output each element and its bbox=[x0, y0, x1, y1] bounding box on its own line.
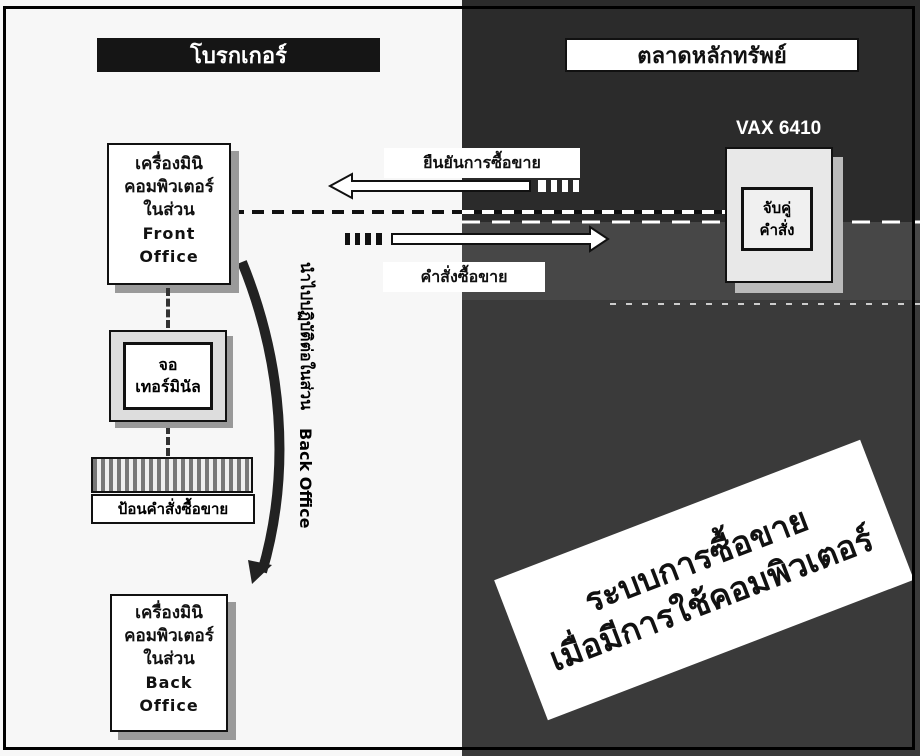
terminal-line2: เทอร์มินัล bbox=[135, 377, 201, 396]
front-office-line4: Front bbox=[142, 224, 196, 243]
front-office-line5: Office bbox=[139, 247, 199, 266]
vax-model-label: VAX 6410 bbox=[736, 118, 822, 139]
back-office-line3: ในส่วน bbox=[143, 649, 195, 669]
front-office-line3: ในส่วน bbox=[143, 200, 195, 220]
vax-line2: คำสั่ง bbox=[759, 221, 795, 239]
terminal-monitor: จอ เทอร์มินัล bbox=[109, 330, 227, 422]
back-office-line5: Office bbox=[139, 696, 199, 715]
terminal-line1: จอ bbox=[158, 355, 178, 374]
confirm-trade-label: ยืนยันการซื้อขาย bbox=[384, 148, 580, 178]
front-office-line1: เครื่องมินิ bbox=[135, 154, 203, 174]
order-arrow bbox=[345, 225, 610, 253]
caption-thai: นำไปปฏิบัติต่อในส่วน bbox=[297, 262, 317, 411]
terminal-screen: จอ เทอร์มินัล bbox=[123, 342, 213, 410]
broker-panel bbox=[0, 0, 462, 756]
link-terminal-keyboard bbox=[166, 426, 170, 456]
broker-heading: โบรกเกอร์ bbox=[97, 38, 380, 72]
back-office-caption: นำไปปฏิบัติต่อในส่วน Back Office bbox=[292, 262, 320, 590]
vax-line1: จับคู่ bbox=[762, 199, 792, 217]
back-office-computer: เครื่องมินิ คอมพิวเตอร์ ในส่วน Back Offi… bbox=[110, 594, 228, 732]
workflow-arrow bbox=[237, 260, 285, 574]
trade-order-label: คำสั่งซื้อขาย bbox=[383, 262, 545, 292]
keyboard-icon bbox=[91, 457, 253, 493]
vax-screen: จับคู่ คำสั่ง bbox=[741, 187, 813, 251]
exchange-heading: ตลาดหลักทรัพย์ bbox=[565, 38, 859, 72]
workflow-arrowhead bbox=[248, 560, 272, 584]
back-office-line4: Back bbox=[145, 673, 193, 692]
link-front-terminal bbox=[166, 288, 170, 328]
back-office-line2: คอมพิวเตอร์ bbox=[124, 626, 214, 646]
back-office-line1: เครื่องมินิ bbox=[135, 603, 203, 623]
front-office-line2: คอมพิวเตอร์ bbox=[124, 177, 214, 197]
confirm-arrow bbox=[327, 172, 579, 200]
keyboard-label: ป้อนคำสั่งซื้อขาย bbox=[91, 494, 255, 524]
vax-computer: จับคู่ คำสั่ง bbox=[725, 147, 833, 283]
caption-en: Back Office bbox=[296, 428, 316, 529]
front-office-computer: เครื่องมินิ คอมพิวเตอร์ ในส่วน Front Off… bbox=[107, 143, 231, 285]
